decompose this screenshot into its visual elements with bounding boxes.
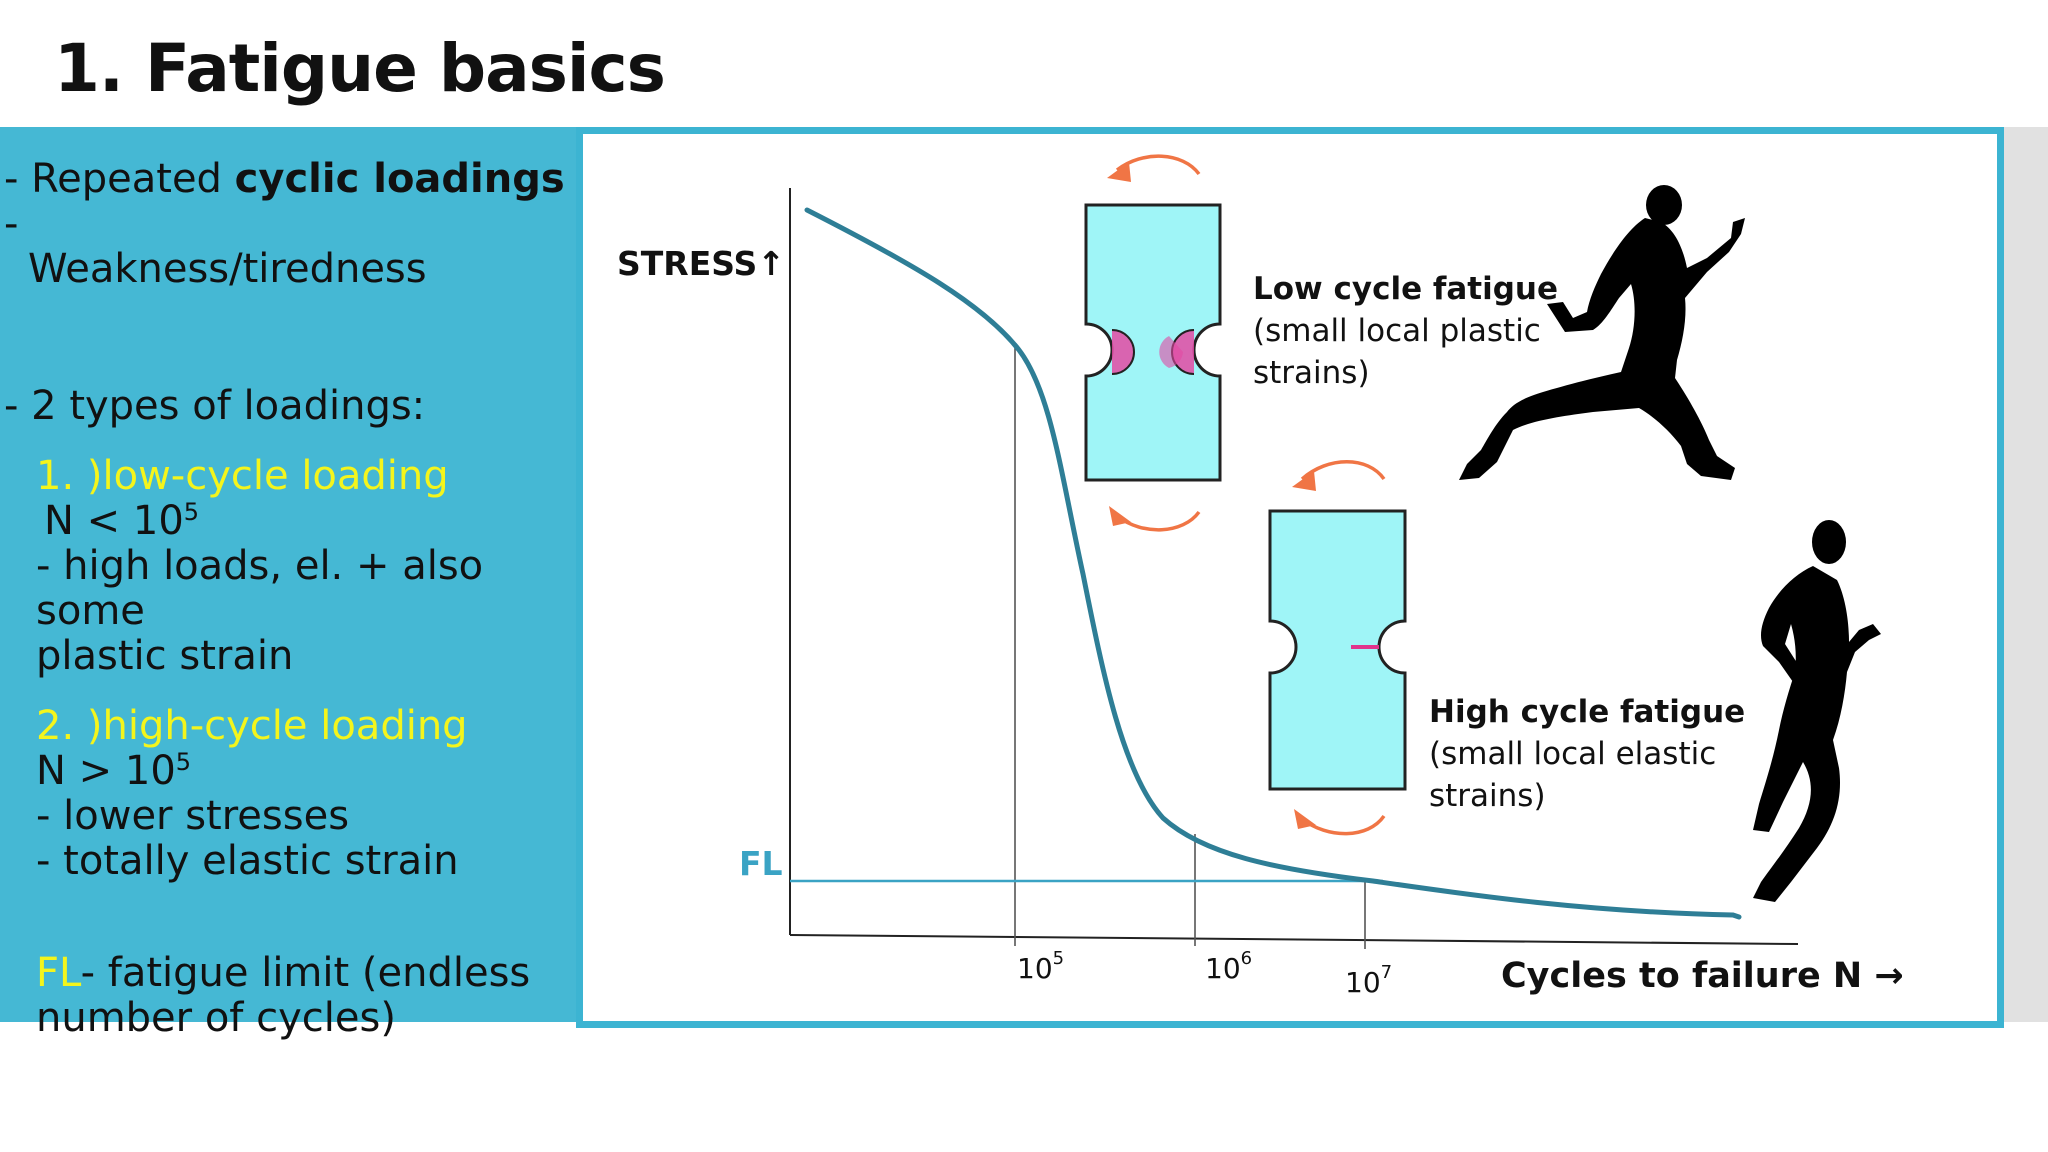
runner-silhouette-icon xyxy=(1753,520,1881,902)
tick-base: 10 xyxy=(1205,952,1241,985)
fl-label: FL xyxy=(739,844,783,883)
sn-curve xyxy=(804,207,1742,920)
plastic-zone-left xyxy=(1112,330,1134,374)
arrow-head-icon xyxy=(1107,162,1131,182)
high-cycle-title: 2. )high-cycle loading xyxy=(36,703,468,749)
x-axis xyxy=(789,934,1799,945)
fatigue-limit-line2: number of cycles) xyxy=(36,995,396,1041)
low-cycle-caption: Low cycle fatigue (small local plastic s… xyxy=(1253,268,1558,394)
sprinter-silhouette-icon xyxy=(1459,185,1745,480)
types-heading: - 2 types of loadings: xyxy=(4,383,426,429)
tick-base: 10 xyxy=(1345,966,1381,999)
low-cycle-title: 1. )low-cycle loading xyxy=(36,453,449,499)
low-cycle-n: N < 105 xyxy=(4,499,574,544)
low-cycle-specimen xyxy=(1084,203,1222,482)
low-n-base: N < 10 xyxy=(44,498,184,544)
tick-label-10e7: 107 xyxy=(1345,964,1392,1000)
low-cycle-caption-desc1: (small local plastic xyxy=(1253,313,1541,349)
weakness-line: Weakness/tiredness xyxy=(28,246,427,292)
left-text: - Repeated cyclic loadings - Weakness/ti… xyxy=(4,157,574,1041)
high-cycle-caption-desc1: (small local elastic xyxy=(1429,736,1717,772)
tick-exp: 6 xyxy=(1240,948,1253,969)
high-cycle-desc1: - lower stresses xyxy=(36,793,350,839)
y-axis-label: STRESS↑ xyxy=(617,244,785,283)
high-cycle-caption-title: High cycle fatigue xyxy=(1429,694,1746,730)
low-cycle-desc1: - high loads, el. + also some xyxy=(36,543,484,634)
tick-exp: 5 xyxy=(1052,948,1065,969)
tick-base: 10 xyxy=(1017,952,1053,985)
low-cycle-caption-title: Low cycle fatigue xyxy=(1253,271,1559,307)
tick-label-10e5: 105 xyxy=(1017,950,1064,986)
tick-exp: 7 xyxy=(1380,962,1393,983)
arrow-head-icon xyxy=(1294,809,1316,829)
x-axis-label: Cycles to failure N → xyxy=(1501,956,1904,996)
high-cycle-caption: High cycle fatigue (small local elastic … xyxy=(1429,691,1745,817)
text-repeated: - Repeated xyxy=(4,156,235,202)
low-cycle-caption-desc2: strains) xyxy=(1253,355,1370,391)
high-cycle-n: N > 105 xyxy=(4,749,574,794)
arrow-head-icon xyxy=(1109,506,1131,526)
high-n-base: N > 10 xyxy=(36,748,176,794)
fatigue-limit-line1: FL- fatigue limit (endless xyxy=(4,951,574,996)
text-dash: - xyxy=(4,201,19,247)
fl-abbrev: FL xyxy=(36,950,81,996)
high-cycle-specimen xyxy=(1268,509,1407,791)
fatigue-diagram: STRESS↑ FL 105 106 107 Cycles to failure… xyxy=(576,127,2004,1028)
high-n-exp: 5 xyxy=(175,748,192,776)
arrow-head-icon xyxy=(1292,471,1316,491)
low-cycle-desc2: plastic strain xyxy=(36,633,294,679)
cyclic-loading-line: - Repeated cyclic loadings - xyxy=(4,157,574,247)
slide-title: 1. Fatigue basics xyxy=(54,30,666,107)
tick-label-10e6: 106 xyxy=(1205,950,1252,986)
text-cyclic-loadings: cyclic loadings xyxy=(234,156,565,202)
high-cycle-desc2: - totally elastic strain xyxy=(36,838,459,884)
left-text-panel: - Repeated cyclic loadings - Weakness/ti… xyxy=(0,127,580,1041)
diagram-svg xyxy=(789,154,1881,949)
fl-desc1: - fatigue limit (endless xyxy=(80,950,531,996)
high-cycle-caption-desc2: strains) xyxy=(1429,778,1546,814)
low-n-exp: 5 xyxy=(183,498,200,526)
